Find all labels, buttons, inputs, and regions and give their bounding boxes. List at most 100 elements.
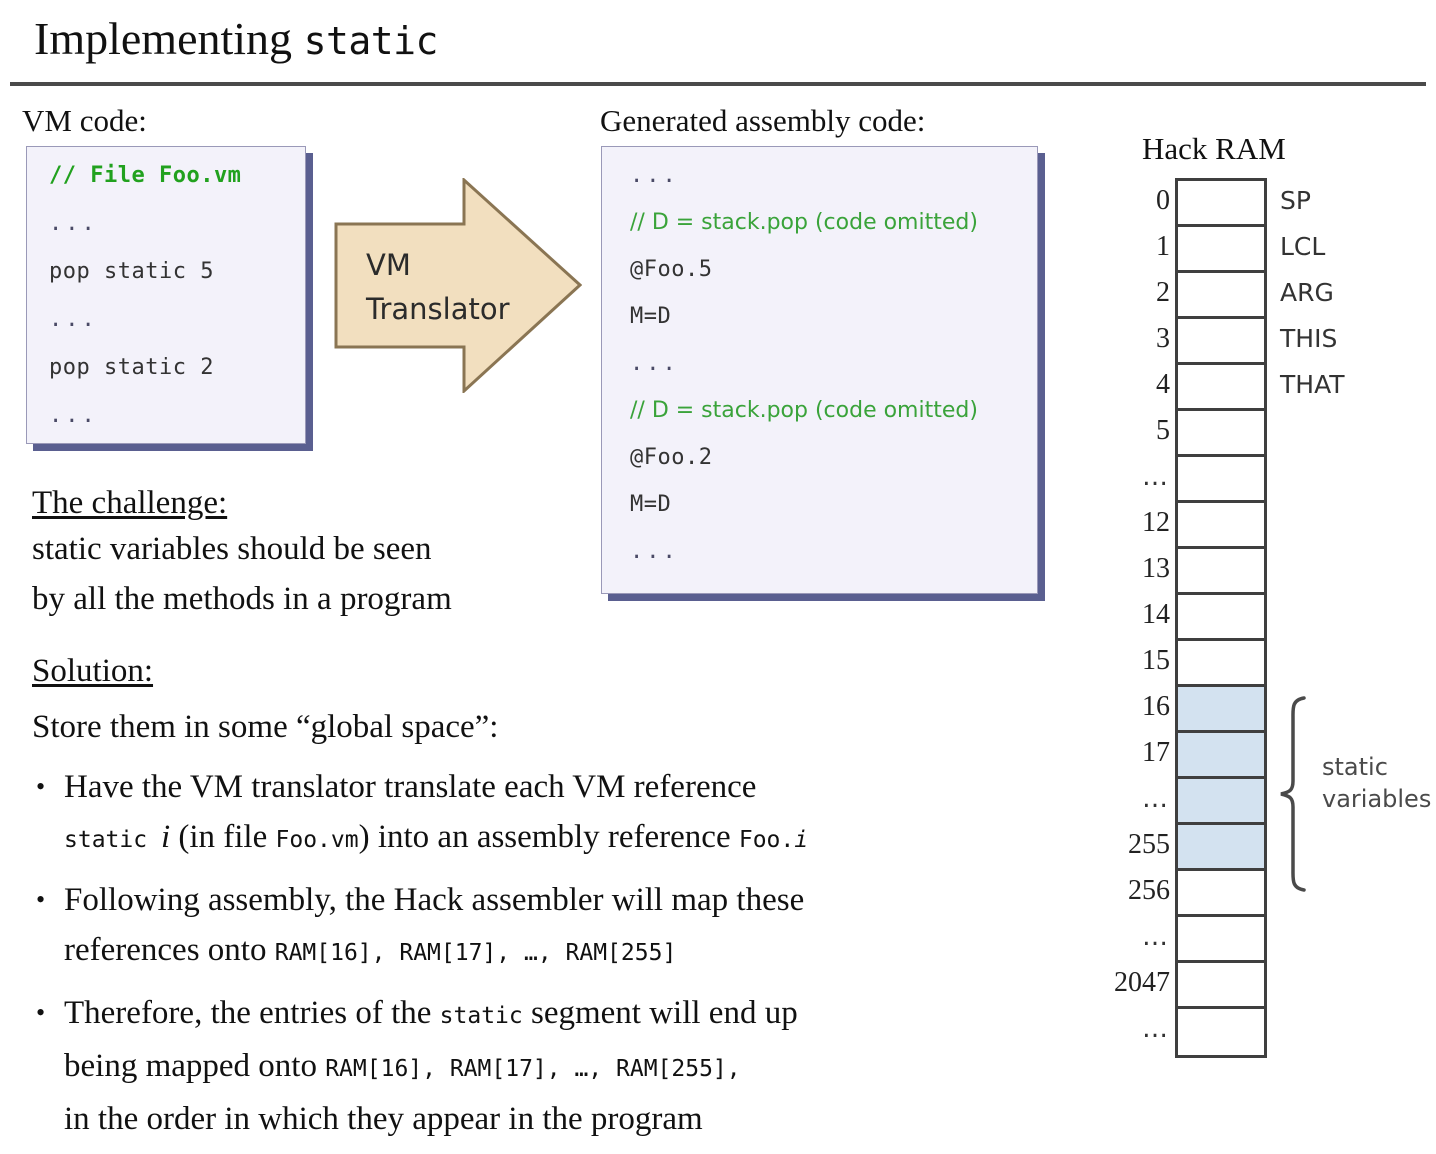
ram-index-label: 17	[1142, 737, 1170, 768]
bullet-text-fragment: Foo.vm	[275, 827, 359, 853]
ram-cell	[1178, 273, 1264, 319]
ram-cell	[1178, 549, 1264, 595]
page-title-prefix: Implementing	[34, 13, 304, 64]
ram-cell	[1178, 595, 1264, 641]
page-title: Implementing static	[34, 8, 438, 72]
bullet-text-fragment: Foo.	[738, 827, 795, 853]
ram-cell	[1178, 733, 1264, 779]
ram-cell	[1178, 319, 1264, 365]
ram-pointer-label: SP	[1280, 186, 1311, 215]
vm-code-line: // File Foo.vm	[49, 163, 242, 188]
vm-translator-arrow	[334, 178, 582, 393]
ram-index-label: 15	[1142, 645, 1170, 676]
bullet-text-fragment: RAM[16], RAM[17], …, RAM[255]	[274, 940, 677, 966]
assembly-code-line: M=D	[630, 492, 672, 517]
ram-index-label: 16	[1142, 691, 1170, 722]
bullet-text-fragment: segment will end up	[522, 995, 798, 1031]
ram-index-label: 255	[1128, 829, 1170, 860]
ram-index-label: 0	[1156, 185, 1170, 216]
challenge-line-2: by all the methods in a program	[32, 581, 452, 617]
hack-ram-cell-column	[1175, 178, 1267, 1058]
solution-intro: Store them in some “global space”:	[32, 709, 499, 745]
solution-bullet: Therefore, the entries of the static seg…	[32, 988, 1042, 1144]
ram-pointer-label: THAT	[1280, 370, 1345, 399]
body-text: The challenge: static variables should b…	[32, 482, 1042, 1154]
bullet-text-fragment: in the order in which they appear in the…	[64, 1101, 703, 1137]
bullet-text-fragment: being mapped onto	[64, 1048, 326, 1084]
bullet-text-fragment: (in file	[170, 819, 276, 855]
ram-index-label: 2	[1156, 277, 1170, 308]
ram-cell	[1178, 641, 1264, 687]
ram-cell	[1178, 871, 1264, 917]
ram-index-label: 14	[1142, 599, 1170, 630]
vm-code-line: ...	[49, 403, 98, 428]
bullet-text-fragment: i	[160, 819, 171, 855]
solution-bullet: Following assembly, the Hack assembler w…	[32, 875, 1042, 978]
bullet-text-fragment: RAM[16], RAM[17], …, RAM[255],	[325, 1056, 741, 1082]
assembly-code-box: ... // D = stack.pop (code omitted) @Foo.5…	[601, 146, 1038, 594]
ram-cell	[1178, 779, 1264, 825]
hack-ram-caption: Hack RAM	[1142, 131, 1286, 166]
ram-index-label: …	[1142, 922, 1170, 952]
ram-index-label: …	[1142, 1014, 1170, 1044]
vm-code-box: // File Foo.vm... pop static 5... pop stat…	[26, 146, 306, 444]
ram-index-label: 1	[1156, 231, 1170, 262]
vm-code-line: pop static 5	[49, 259, 214, 284]
challenge-heading: The challenge:	[32, 485, 228, 521]
bullet-text-fragment: static	[64, 827, 161, 853]
static-variables-label: static variables	[1322, 751, 1431, 815]
bullet-text-fragment: Have the VM translator translate each VM…	[64, 769, 757, 805]
title-divider	[10, 82, 1426, 86]
vm-code-line: ...	[49, 211, 98, 236]
assembly-code-line: ...	[630, 539, 679, 564]
ram-cell	[1178, 503, 1264, 549]
assembly-code-line: // D = stack.pop (code omitted)	[630, 210, 978, 235]
ram-index-label: 2047	[1114, 967, 1170, 998]
solution-bullet: Have the VM translator translate each VM…	[32, 762, 1042, 865]
ram-cell	[1178, 687, 1264, 733]
ram-pointer-label: LCL	[1280, 232, 1326, 261]
ram-cell	[1178, 1009, 1264, 1055]
ram-index-label: …	[1142, 784, 1170, 814]
assembly-code-line: @Foo.5	[630, 257, 713, 282]
bullet-text-fragment: static	[439, 1003, 523, 1029]
static-variables-label-line2: variables	[1322, 785, 1432, 813]
ram-cell	[1178, 181, 1264, 227]
solution-heading: Solution:	[32, 653, 154, 689]
assembly-code-line: M=D	[630, 304, 672, 329]
assembly-code-line: ...	[630, 163, 679, 188]
ram-pointer-label: ARG	[1280, 278, 1334, 307]
static-variables-label-line1: static	[1322, 753, 1388, 781]
bullet-text-fragment: ) into an assembly reference	[358, 819, 739, 855]
ram-index-label: 3	[1156, 323, 1170, 354]
assembly-code-line: @Foo.2	[630, 445, 713, 470]
challenge-line-1: static variables should be seen	[32, 531, 432, 567]
ram-cell	[1178, 411, 1264, 457]
vm-code-caption: VM code:	[22, 103, 147, 138]
bullet-text-fragment: references onto	[64, 932, 275, 968]
ram-cell	[1178, 917, 1264, 963]
assembly-code-line: // D = stack.pop (code omitted)	[630, 398, 978, 423]
vm-code-line: ...	[49, 307, 98, 332]
ram-pointer-label: THIS	[1280, 324, 1338, 353]
solution-bullet-list: Have the VM translator translate each VM…	[32, 762, 1042, 1144]
ram-cell	[1178, 227, 1264, 273]
ram-index-label: 13	[1142, 553, 1170, 584]
ram-cell	[1178, 457, 1264, 503]
bullet-text-fragment: Therefore, the entries of the	[64, 995, 440, 1031]
ram-index-label: 5	[1156, 415, 1170, 446]
ram-index-label: 256	[1128, 875, 1170, 906]
bullet-text-fragment: Following assembly, the Hack assembler w…	[64, 882, 805, 918]
bullet-text-fragment: i	[794, 827, 809, 853]
static-segment-brace	[1278, 696, 1312, 892]
ram-cell	[1178, 963, 1264, 1009]
ram-cell	[1178, 825, 1264, 871]
page-title-keyword: static	[303, 19, 439, 63]
ram-index-label: …	[1142, 462, 1170, 492]
assembly-code-caption: Generated assembly code:	[600, 103, 926, 138]
vm-code-line: pop static 2	[49, 355, 214, 380]
ram-cell	[1178, 365, 1264, 411]
ram-index-label: 12	[1142, 507, 1170, 538]
assembly-code-line: ...	[630, 351, 679, 376]
